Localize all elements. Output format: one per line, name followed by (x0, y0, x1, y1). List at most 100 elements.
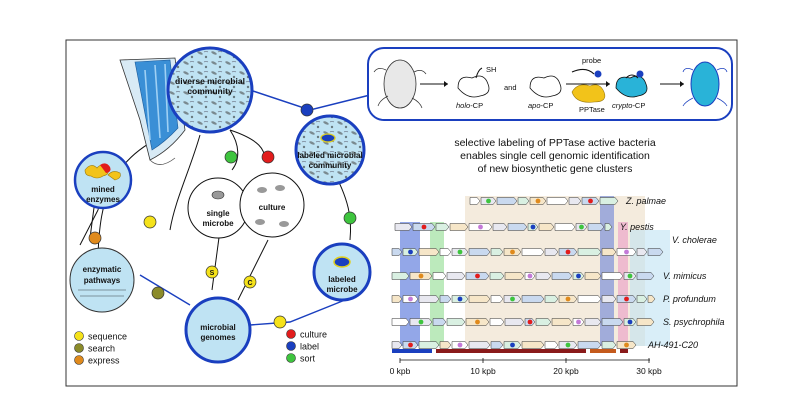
gene-arrow (490, 341, 504, 349)
label-dot (300, 103, 314, 117)
legend-swatch (74, 343, 84, 353)
gene-arrow (490, 295, 504, 303)
cluster-row: Z. palmae (469, 196, 666, 206)
gene-arrow (647, 295, 656, 303)
domain-mark (408, 296, 413, 302)
domain-mark (475, 319, 480, 325)
node-diverse-community: diverse microbial community (166, 46, 254, 134)
headline-line2: enables single cell genomic identificati… (460, 150, 650, 162)
domain-mark (627, 273, 633, 279)
domain-mark (486, 198, 491, 204)
gene-arrow (587, 223, 605, 231)
domain-mark (565, 342, 571, 348)
culture-dot (261, 150, 275, 164)
gene-arrow (535, 272, 552, 280)
sort-dot-2 (343, 211, 357, 225)
diverse-label-line1: diverse microbial (175, 76, 245, 86)
gene-arrow (538, 223, 555, 231)
gene-arrow (432, 272, 447, 280)
domain-mark (418, 319, 424, 325)
gene-arrow (577, 248, 602, 256)
gene-arrow (568, 197, 582, 205)
domain-mark (527, 319, 533, 325)
single-label-line2: microbe (202, 219, 234, 228)
cluster-row: P. profundum (391, 294, 716, 304)
node-mined-enzymes: mined enzymes (73, 150, 133, 210)
gene-arrow (418, 295, 440, 303)
gene-arrow (636, 295, 648, 303)
labeled-microbe-line2: microbe (326, 285, 358, 294)
gene-arrow (551, 272, 573, 280)
gene-arrow (492, 223, 508, 231)
domain-mark (624, 296, 629, 302)
single-path-badge: S (205, 265, 219, 279)
headline-line1: selective labeling of PPTase active bact… (454, 137, 656, 149)
cluster-species-label: V. cholerae (672, 235, 717, 245)
domain-mark (457, 342, 463, 348)
gene-arrow (584, 272, 602, 280)
cluster-row: V. cholerae (391, 235, 717, 256)
scale-tick-label: 10 kpb (470, 366, 496, 376)
gene-arrow (435, 223, 450, 231)
gene-arrow (391, 318, 410, 326)
gene-arrow (584, 318, 602, 326)
gene-arrow (489, 272, 505, 280)
gene-arrow (521, 295, 545, 303)
node-labeled-community: labeled microbial community (294, 114, 366, 186)
scale-tick-label: 30 kpb (636, 366, 662, 376)
single-label-line1: single (206, 209, 230, 218)
domain-mark (624, 249, 629, 255)
gene-arrow (601, 248, 617, 256)
gene-arrow (496, 197, 518, 205)
domain-mark (624, 342, 629, 348)
genomes-label-line2: genomes (200, 333, 236, 342)
gene-arrow (468, 341, 491, 349)
cluster-species-label: Y. pestis (620, 222, 654, 232)
genomes-label-line1: microbial (200, 323, 236, 332)
gene-arrow (577, 295, 602, 303)
labeled-microbe-line1: labeled (328, 275, 356, 284)
gene-arrow (504, 318, 525, 326)
sequence-dot (143, 215, 157, 229)
gene-arrow (517, 197, 530, 205)
gene-arrow (636, 318, 655, 326)
and-label: and (504, 83, 517, 92)
gene-arrow (439, 341, 452, 349)
gene-arrow (418, 248, 440, 256)
gene-arrow (544, 248, 559, 256)
labeled-community-line2: community (309, 161, 352, 170)
legend-label: sequence (88, 332, 127, 342)
domain-mark (576, 273, 581, 279)
legend-swatch (74, 355, 84, 365)
legend-label: express (88, 356, 120, 366)
crypto-cp-label: crypto-CP (612, 101, 645, 110)
svg-text:C: C (247, 280, 252, 287)
holo-cp-label: holo-CP (456, 101, 483, 110)
apo-cp-label: apo-CP (528, 101, 553, 110)
cluster-species-label: AH-491-C20 (647, 340, 698, 350)
legend-label: label (300, 342, 319, 352)
gene-arrow (439, 295, 452, 303)
legend-swatch (74, 331, 84, 341)
scale-tick-label: 0 kpb (390, 366, 411, 376)
domain-mark (418, 273, 424, 279)
domain-mark (510, 249, 515, 255)
gene-arrow (507, 223, 528, 231)
domain-mark (579, 224, 584, 230)
gene-arrow (504, 272, 525, 280)
enzymatic-label-line2: pathways (84, 276, 121, 285)
gene-arrow (601, 341, 617, 349)
probe-label: probe (582, 56, 601, 65)
gene-arrow (647, 248, 664, 256)
svg-text:S: S (210, 270, 215, 277)
gene-arrow (468, 248, 491, 256)
mined-label-line1: mined (91, 185, 115, 194)
node-single-microbe: single microbe (187, 177, 249, 239)
legend-label: culture (300, 330, 327, 340)
